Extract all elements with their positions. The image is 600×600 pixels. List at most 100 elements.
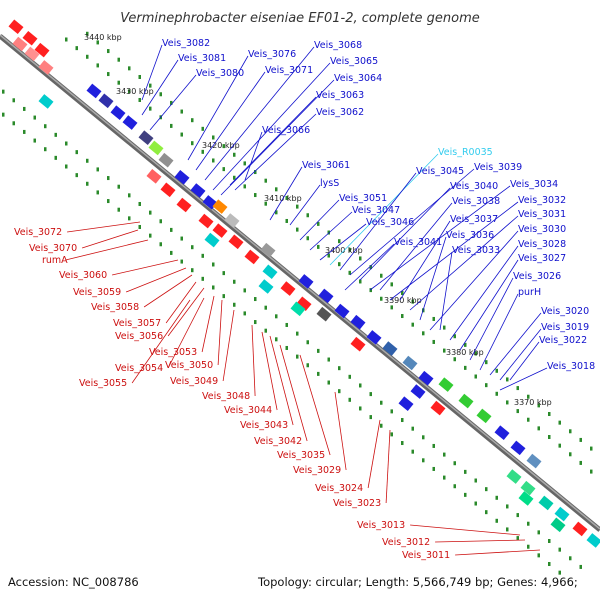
- gene-feature: [526, 453, 542, 469]
- gene-feature: [402, 355, 418, 371]
- gene-label-top: Veis_3041: [394, 237, 442, 248]
- ring-dot: [401, 314, 404, 319]
- leader-line: [187, 55, 249, 161]
- ring-dot: [128, 216, 131, 221]
- ring-dot: [579, 564, 582, 569]
- ring-dot: [128, 193, 131, 198]
- ring-dot: [422, 458, 425, 463]
- gene-feature: [8, 19, 24, 35]
- gene-label-top: Veis_3030: [518, 224, 566, 235]
- ring-dot: [107, 199, 110, 204]
- leader-line: [217, 299, 223, 366]
- ring-dot: [128, 66, 131, 71]
- gene-label-top: Veis_3038: [452, 196, 500, 207]
- ring-dot: [212, 158, 215, 163]
- gene-label-bottom: Veis_3050: [165, 360, 213, 371]
- gene-label-top: Veis_3065: [330, 56, 378, 67]
- gene-feature: [148, 140, 164, 156]
- gene-label-top: Veis_R0035: [438, 147, 493, 158]
- ring-dot: [296, 204, 299, 209]
- leader-line: [299, 199, 340, 241]
- ring-dot: [275, 210, 278, 215]
- ring-dot: [96, 190, 99, 195]
- gene-label-top: Veis_3036: [446, 230, 494, 241]
- ring-dot: [527, 544, 530, 549]
- leader-line: [379, 202, 453, 291]
- gene-feature: [122, 115, 138, 130]
- leader-line: [251, 324, 256, 397]
- gene-feature: [550, 517, 566, 533]
- ring-dot: [107, 176, 110, 181]
- leader-line: [244, 131, 263, 181]
- ring-dot: [159, 92, 162, 97]
- gene-feature: [350, 314, 366, 330]
- gene-label-top: Veis_3080: [196, 68, 244, 79]
- gene-feature: [398, 396, 414, 411]
- ring-dot: [516, 386, 519, 391]
- leader-line: [319, 223, 367, 261]
- ring-dot: [401, 441, 404, 446]
- ring-dot: [590, 469, 593, 474]
- ring-dot: [233, 302, 236, 307]
- ring-dot: [54, 155, 57, 160]
- gene-label-bottom: Veis_3013: [357, 520, 405, 531]
- ring-dot: [380, 296, 383, 301]
- gene-feature: [224, 213, 240, 228]
- scale-label: 3440 kbp: [84, 33, 122, 42]
- ring-dot: [44, 147, 47, 152]
- gene-label-top: Veis_3046: [366, 217, 414, 228]
- ring-dot: [506, 400, 509, 405]
- gene-feature: [158, 152, 174, 168]
- gene-feature: [262, 264, 278, 280]
- gene-label-top: Veis_3064: [334, 73, 382, 84]
- gene-label-top: Veis_3019: [541, 322, 589, 333]
- ring-dot: [149, 83, 152, 88]
- genome-summary-text: Topology: circular; Length: 5,566,749 bp…: [257, 575, 578, 589]
- ring-dot: [453, 357, 456, 362]
- ring-dot: [54, 132, 57, 137]
- gene-feature: [554, 506, 570, 522]
- leader-line: [201, 295, 215, 353]
- ring-dot: [569, 452, 572, 457]
- ring-dot: [117, 207, 120, 212]
- gene-label-bottom: Veis_3044: [224, 405, 272, 416]
- ring-dot: [443, 348, 446, 353]
- ring-dot: [558, 420, 561, 425]
- leader-line: [261, 331, 278, 411]
- gene-label-bottom: Veis_3012: [382, 537, 430, 548]
- gene-label-top: Veis_3071: [265, 65, 313, 76]
- gene-feature: [258, 279, 274, 294]
- gene-label-top: Veis_3018: [547, 361, 595, 372]
- gene-feature: [458, 393, 474, 409]
- leader-line: [112, 259, 179, 276]
- leader-line: [334, 391, 347, 471]
- ring-dot: [296, 227, 299, 232]
- backbone-line: [0, 34, 600, 532]
- gene-feature: [418, 370, 434, 386]
- ring-dot: [170, 123, 173, 128]
- ring-dot: [558, 443, 561, 448]
- map-title: Verminephrobacter eiseniae EF01-2, compl…: [120, 11, 479, 26]
- gene-feature: [382, 341, 398, 356]
- ring-dot: [233, 175, 236, 180]
- gene-label-bottom: Veis_3043: [240, 420, 288, 431]
- gene-feature: [98, 93, 114, 109]
- gene-feature: [290, 301, 306, 317]
- leader-line: [141, 59, 179, 116]
- gene-label-bottom: Veis_3072: [14, 227, 62, 238]
- gene-label-bottom: Veis_3059: [73, 287, 121, 298]
- ring-dot: [149, 233, 152, 238]
- leader-line: [167, 287, 205, 337]
- gene-label-top: Veis_3037: [450, 214, 498, 225]
- ring-dot: [411, 299, 414, 304]
- gene-labels: Veis_3082Veis_3081Veis_3080Veis_3076Veis…: [14, 38, 595, 561]
- leader-line: [143, 274, 193, 308]
- ring-dot: [222, 167, 225, 172]
- gene-label-bottom: Veis_3054: [115, 363, 163, 374]
- ring-dot: [590, 446, 593, 451]
- ring-dot: [170, 227, 173, 232]
- gene-feature: [22, 30, 38, 46]
- ring-dot: [180, 259, 183, 264]
- leader-line: [141, 44, 163, 101]
